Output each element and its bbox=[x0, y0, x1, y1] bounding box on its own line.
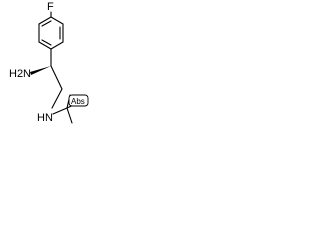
ring-bond bbox=[50, 16, 64, 25]
wedge-bond bbox=[30, 66, 51, 75]
ring-bond bbox=[38, 16, 52, 25]
methyl-bond bbox=[66, 107, 73, 124]
ring-bond bbox=[38, 41, 52, 50]
chain-bond bbox=[51, 88, 63, 109]
chain-bond bbox=[50, 65, 63, 90]
benzene-ring bbox=[38, 16, 64, 50]
molecule-structure: F H2N HN Abs bbox=[9, 1, 89, 124]
ring-double-bond bbox=[41, 20, 52, 27]
ring-double-bond bbox=[41, 39, 52, 46]
n-c-bond bbox=[52, 107, 68, 115]
abs-label: Abs bbox=[71, 97, 85, 106]
fluorine-label: F bbox=[47, 1, 54, 13]
ring-bond bbox=[50, 41, 64, 50]
abs-stereo-flag: Abs bbox=[68, 94, 89, 107]
amine-primary-label: H2N bbox=[9, 68, 31, 80]
amine-secondary-label: HN bbox=[37, 112, 53, 124]
